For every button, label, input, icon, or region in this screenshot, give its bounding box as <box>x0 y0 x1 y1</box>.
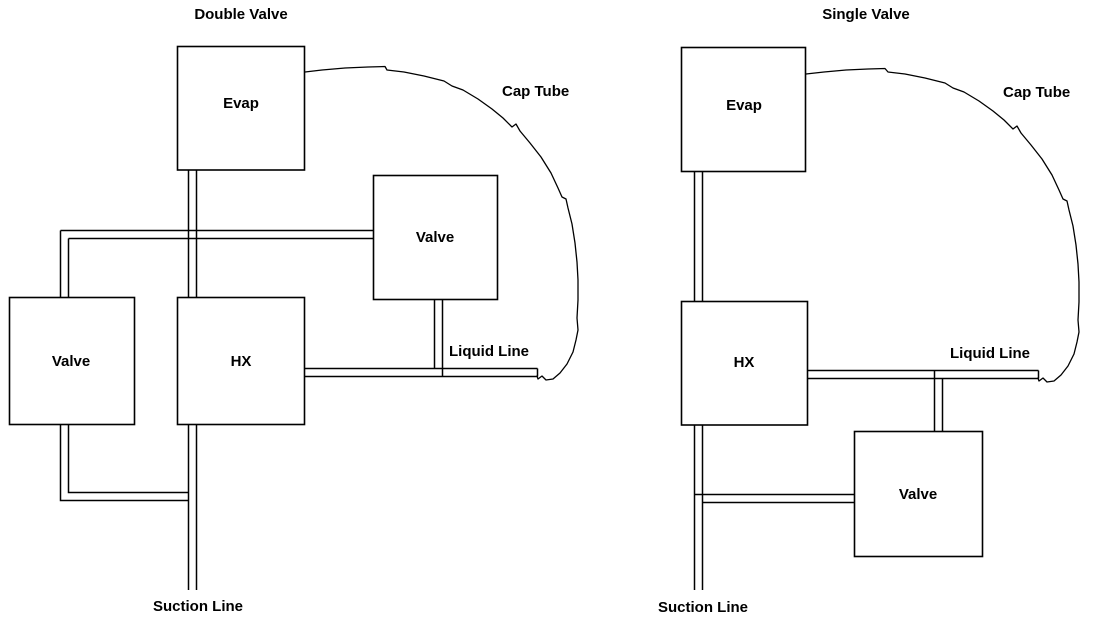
box-label-evap-single: Evap <box>726 97 762 114</box>
pipe-label-cap-tube-single: Cap Tube <box>1003 84 1071 101</box>
pipe-hx-top-to-upper-valve <box>60 229 373 240</box>
pipe-left-valve-riser <box>59 230 70 297</box>
pipe-evap-to-hx <box>187 170 198 297</box>
pipe-label-liquid-line-double: Liquid Line <box>449 343 529 360</box>
box-label-valve-left-double: Valve <box>51 353 91 370</box>
pipe-cap-tube <box>304 65 579 381</box>
pipe-liquid-line-single <box>808 369 1040 380</box>
box-valve-left-double <box>8 296 136 426</box>
box-valve-single <box>853 430 984 558</box>
box-label-evap-double: Evap <box>223 95 259 112</box>
panel-double-valve <box>8 45 579 590</box>
pipe-suction-line-single <box>693 425 704 590</box>
pipe-label-cap-tube-double: Cap Tube <box>502 83 570 100</box>
box-label-valve-single: Valve <box>898 486 938 503</box>
pipe-cap-tube-single <box>805 67 1080 383</box>
box-evap-single <box>680 46 807 173</box>
box-hx-double <box>176 296 306 426</box>
pipe-left-valve-bottom <box>59 425 189 502</box>
box-evap-double <box>176 45 306 171</box>
pipe-suction-line <box>187 425 198 590</box>
box-label-valve-upper-double: Valve <box>415 229 455 246</box>
pipe-upper-valve-to-liquid-line <box>433 300 444 377</box>
pipe-label-suction-line-single: Suction Line <box>658 599 748 616</box>
pipe-label-suction-line-double: Suction Line <box>153 598 243 615</box>
pipe-evap-to-hx-single <box>693 172 704 301</box>
pipe-label-liquid-line-single: Liquid Line <box>950 345 1030 362</box>
pipe-valve-to-suction-single <box>694 493 854 504</box>
box-label-hx-single: HX <box>733 354 755 371</box>
pipe-liquid-line-to-valve-single <box>933 370 944 431</box>
pipe-liquid-line <box>305 367 539 378</box>
panel-title-single-valve: Single Valve <box>822 6 910 23</box>
box-valve-upper-double <box>372 174 499 301</box>
pipes-single-valve <box>693 67 1080 590</box>
panel-title-double-valve: Double Valve <box>194 6 288 23</box>
panel-single-valve <box>680 46 1080 590</box>
box-label-hx-double: HX <box>230 353 252 370</box>
box-hx-single <box>680 300 809 426</box>
pipes-double-valve <box>59 65 579 590</box>
